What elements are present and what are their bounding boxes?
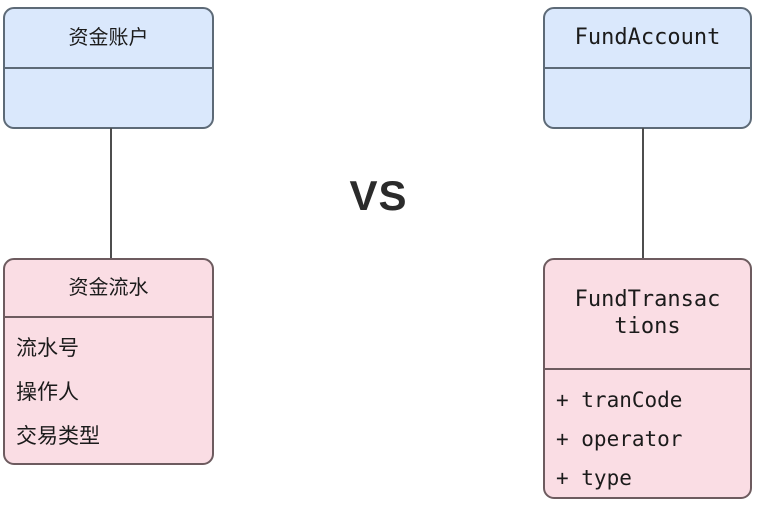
uml-class-title-line-1: FundTransac (574, 287, 721, 313)
uml-class-fund-flow-cn[interactable]: 资金流水 流水号 操作人 交易类型 (3, 258, 214, 465)
connector-line-right (642, 128, 644, 259)
uml-class-title: 资金流水 (5, 260, 212, 318)
uml-class-attributes: 流水号 操作人 交易类型 (5, 318, 212, 463)
uml-class-attributes (5, 69, 212, 127)
connector-line-left (110, 128, 112, 259)
uml-class-title: FundTransac tions (545, 260, 750, 370)
uml-class-title: FundAccount (545, 9, 750, 69)
uml-class-attributes: + tranCode + operator + type (545, 370, 750, 497)
uml-attribute: + operator (556, 427, 683, 451)
uml-class-fund-account-cn[interactable]: 资金账户 (3, 7, 214, 129)
uml-class-title-line-2: tions (614, 314, 681, 339)
uml-attribute: + tranCode (556, 388, 683, 412)
versus-label: VS (349, 172, 408, 219)
uml-attribute: 操作人 (16, 381, 79, 404)
uml-class-fund-transactions-en[interactable]: FundTransac tions + tranCode + operator … (543, 258, 752, 499)
uml-attribute: + type (556, 466, 632, 490)
uml-attribute: 流水号 (16, 337, 79, 360)
uml-class-fund-account-en[interactable]: FundAccount (543, 7, 752, 129)
uml-attribute: 交易类型 (16, 425, 100, 448)
uml-class-attributes (545, 69, 750, 127)
uml-class-title: 资金账户 (5, 9, 212, 69)
